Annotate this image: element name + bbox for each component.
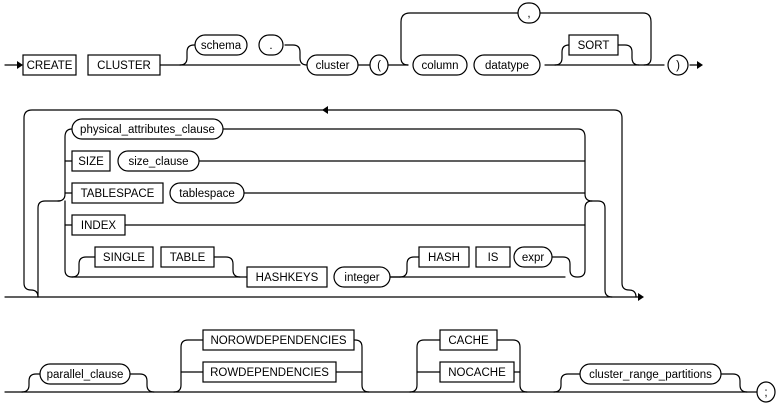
size-keyword-shape [71, 150, 111, 172]
create-keyword-label: CREATE [27, 60, 73, 72]
is-keyword-shape [475, 246, 511, 268]
size-clause-nonterminal: size_clause [117, 150, 200, 172]
dot-symbol-label: . [269, 40, 272, 52]
rparen-symbol-shape [667, 54, 689, 76]
tablespace-keyword-shape [71, 182, 164, 204]
size-clause-nonterminal-shape [117, 150, 200, 172]
size-clause-nonterminal-label: size_clause [128, 156, 188, 168]
single-keyword-label: SINGLE [103, 252, 146, 264]
expr-nonterminal-shape [513, 246, 553, 268]
row-2 [4, 106, 644, 301]
rparen-symbol-label: ) [676, 60, 680, 72]
expr-nonterminal: expr [513, 246, 553, 268]
comma-symbol-shape [517, 2, 541, 24]
index-keyword-shape [71, 214, 126, 236]
parallel-clause-nonterminal-shape [39, 363, 131, 385]
hashkeys-keyword: HASHKEYS [246, 266, 328, 288]
rparen-symbol: ) [667, 54, 689, 76]
row-3 [4, 339, 758, 393]
cluster-nonterminal-label: cluster [316, 60, 350, 72]
schema-nonterminal-label: schema [201, 40, 242, 52]
cache-keyword-label: CACHE [448, 335, 489, 347]
physical-attributes-clause-nonterminal-label: physical_attributes_clause [80, 124, 215, 136]
index-keyword: INDEX [71, 214, 126, 236]
create-keyword-shape [22, 54, 77, 76]
tablespace-nonterminal-label: tablespace [179, 188, 235, 200]
datatype-nonterminal: datatype [473, 54, 541, 76]
cache-keyword: CACHE [439, 329, 498, 351]
semicolon-symbol-shape [756, 381, 776, 403]
datatype-nonterminal-shape [473, 54, 541, 76]
physical-attributes-clause-nonterminal-shape [71, 118, 224, 140]
tablespace-nonterminal-shape [169, 182, 245, 204]
lparen-symbol-shape [369, 54, 389, 76]
rowdependencies-keyword-shape [202, 361, 337, 383]
cluster-nonterminal-shape [306, 54, 359, 76]
is-keyword-label: IS [488, 252, 499, 264]
physical-attributes-clause-nonterminal: physical_attributes_clause [71, 118, 224, 140]
schema-nonterminal-shape [194, 34, 248, 56]
schema-nonterminal: schema [194, 34, 248, 56]
lparen-symbol: ( [369, 54, 389, 76]
tablespace-nonterminal: tablespace [169, 182, 245, 204]
index-keyword-label: INDEX [81, 220, 116, 232]
hash-keyword: HASH [418, 246, 470, 268]
comma-symbol-label: , [527, 8, 530, 20]
cluster-range-partitions-nonterminal-label: cluster_range_partitions [589, 369, 712, 381]
cluster-keyword-shape [87, 54, 161, 76]
hash-keyword-shape [418, 246, 470, 268]
size-keyword: SIZE [71, 150, 111, 172]
rowdependencies-keyword: ROWDEPENDENCIES [202, 361, 337, 383]
norowdependencies-keyword-label: NOROWDEPENDENCIES [210, 335, 346, 347]
single-keyword: SINGLE [94, 246, 154, 268]
sort-keyword-label: SORT [578, 40, 610, 52]
integer-nonterminal-label: integer [344, 272, 379, 284]
nocache-keyword-label: NOCACHE [448, 367, 506, 379]
semicolon-symbol-label: ; [764, 387, 767, 399]
column-nonterminal: column [412, 54, 468, 76]
expr-nonterminal-label: expr [522, 252, 545, 264]
is-keyword: IS [475, 246, 511, 268]
hashkeys-keyword-label: HASHKEYS [256, 272, 319, 284]
sort-keyword-shape [568, 34, 619, 56]
cluster-keyword: CLUSTER [87, 54, 161, 76]
comma-symbol: , [517, 2, 541, 24]
hash-keyword-label: HASH [428, 252, 460, 264]
create-keyword: CREATE [22, 54, 77, 76]
norowdependencies-keyword: NOROWDEPENDENCIES [202, 329, 355, 351]
lparen-symbol-label: ( [377, 60, 381, 72]
cluster-range-partitions-nonterminal: cluster_range_partitions [579, 363, 722, 385]
dot-symbol-shape [258, 34, 284, 56]
integer-nonterminal-shape [333, 266, 391, 288]
nocache-keyword: NOCACHE [439, 361, 515, 383]
semicolon-symbol: ; [756, 381, 776, 403]
cache-keyword-shape [439, 329, 498, 351]
cluster-keyword-label: CLUSTER [97, 60, 151, 72]
column-nonterminal-label: column [421, 60, 458, 72]
datatype-nonterminal-label: datatype [485, 60, 529, 72]
table-keyword-label: TABLE [170, 252, 206, 264]
column-nonterminal-shape [412, 54, 468, 76]
norowdependencies-keyword-shape [202, 329, 355, 351]
tablespace-keyword: TABLESPACE [71, 182, 164, 204]
parallel-clause-nonterminal-label: parallel_clause [47, 369, 124, 381]
cluster-range-partitions-nonterminal-shape [579, 363, 722, 385]
table-keyword-shape [160, 246, 215, 268]
size-keyword-label: SIZE [78, 156, 104, 168]
integer-nonterminal: integer [333, 266, 391, 288]
single-keyword-shape [94, 246, 154, 268]
rowdependencies-keyword-label: ROWDEPENDENCIES [210, 367, 329, 379]
nocache-keyword-shape [439, 361, 515, 383]
table-keyword: TABLE [160, 246, 215, 268]
parallel-clause-nonterminal: parallel_clause [39, 363, 131, 385]
hashkeys-keyword-shape [246, 266, 328, 288]
cluster-nonterminal: cluster [306, 54, 359, 76]
sort-keyword: SORT [568, 34, 619, 56]
dot-symbol: . [258, 34, 284, 56]
tablespace-keyword-label: TABLESPACE [81, 188, 155, 200]
